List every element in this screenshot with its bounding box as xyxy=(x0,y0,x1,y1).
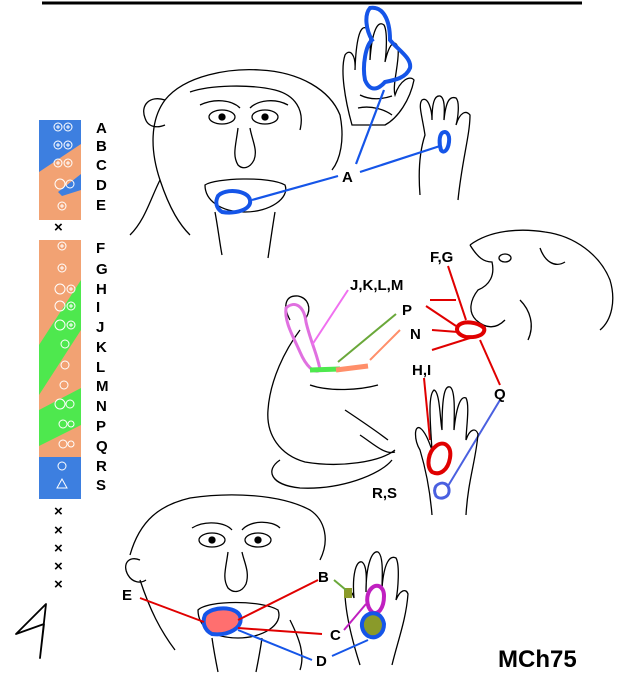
cross-marker: × xyxy=(54,503,63,520)
strip-row-label-b: B xyxy=(96,138,107,155)
middle-callout-hi: H,I xyxy=(412,362,431,379)
middle-palm-red-field xyxy=(429,444,451,474)
cross-marker: × xyxy=(54,219,63,236)
middle-callout-q: Q xyxy=(494,386,506,403)
top-face-chin-field xyxy=(216,191,250,212)
strip-row-label-i: I xyxy=(96,299,100,316)
bottom-palm-magenta-field xyxy=(367,586,384,613)
middle-forearm-green xyxy=(310,369,340,370)
bottom-hand-drawing xyxy=(345,552,408,665)
strip-row-label-n: N xyxy=(96,398,107,415)
middle-wrist-blue-field xyxy=(435,483,450,498)
middle-callout-n: N xyxy=(410,326,421,343)
top-hand-drawing xyxy=(419,96,470,200)
cross-marker: × xyxy=(54,558,63,575)
bottom-monkey-face xyxy=(126,495,326,672)
cross-marker: × xyxy=(54,522,63,539)
strip-row-label-k: K xyxy=(96,339,107,356)
top-callout-a: A xyxy=(342,169,353,186)
bottom-callout-d: D xyxy=(316,653,327,670)
strip-row-label-q: Q xyxy=(96,438,108,455)
top-hand-field xyxy=(440,132,450,152)
middle-callout-p: P xyxy=(402,302,412,319)
middle-callout-jklm: J,K,L,M xyxy=(350,277,403,294)
cross-marker: × xyxy=(54,576,63,593)
middle-callout-lines xyxy=(312,266,500,486)
strip-lower-blue xyxy=(39,457,81,499)
strip-row-label-s: S xyxy=(96,477,106,494)
strip-row-label-e: E xyxy=(96,197,106,214)
strip-row-label-d: D xyxy=(96,177,107,194)
bottom-callout-c: C xyxy=(330,627,341,644)
strip-row-label-m: M xyxy=(96,378,109,395)
middle-callout-fg: F,G xyxy=(430,249,453,266)
middle-shoulder-field xyxy=(286,304,320,371)
strip-row-label-j: J xyxy=(96,319,104,336)
bottom-callout-e: E xyxy=(122,587,132,604)
cross-marker: × xyxy=(54,540,63,557)
middle-forearm-salmon xyxy=(336,366,368,370)
strip-row-label-a: A xyxy=(96,120,107,137)
middle-callout-rs: R,S xyxy=(372,485,397,502)
middle-lip-field xyxy=(457,322,484,337)
strip-row-label-h: H xyxy=(96,281,107,298)
middle-monkey-profile xyxy=(470,230,613,340)
figure-title: MCh75 xyxy=(498,646,577,673)
top-monkey-face xyxy=(130,70,342,258)
strip-row-label-f: F xyxy=(96,240,105,257)
strip-row-label-l: L xyxy=(96,359,105,376)
strip-row-label-r: R xyxy=(96,458,107,475)
electrode-track-strip: A B C D E F G H I J K L M N P Q R S × × … xyxy=(39,120,109,593)
strip-row-label-g: G xyxy=(96,261,108,278)
direction-arrow-icon xyxy=(16,604,46,658)
bottom-palm-olive-field xyxy=(362,613,384,637)
bottom-callout-b: B xyxy=(318,569,329,586)
strip-row-label-p: P xyxy=(96,418,106,435)
bottom-chin-field xyxy=(204,608,241,634)
strip-row-label-c: C xyxy=(96,157,107,174)
